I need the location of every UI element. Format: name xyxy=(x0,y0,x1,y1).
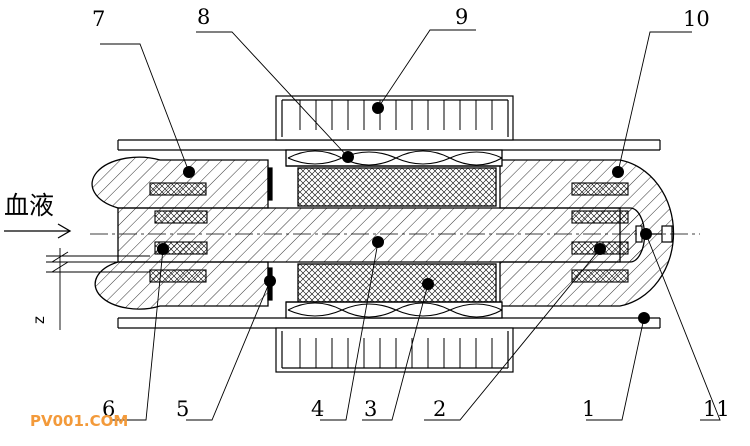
label-part-1: 1 xyxy=(582,397,595,421)
stator-coil-bottom-windings xyxy=(299,338,493,368)
impeller-blades xyxy=(287,150,503,318)
dimension-z xyxy=(46,248,150,330)
rotor-magnet xyxy=(285,149,503,319)
inflow-arrow xyxy=(4,223,72,239)
dimension-label: z xyxy=(30,316,48,324)
label-part-2: 2 xyxy=(433,397,446,421)
label-part-7: 7 xyxy=(92,7,105,31)
right-bearing-housing xyxy=(499,159,675,307)
label-part-9: 9 xyxy=(455,5,468,29)
inflow-label: 血液 xyxy=(4,191,54,220)
label-part-3: 3 xyxy=(364,397,377,421)
leader-lines xyxy=(100,29,721,421)
label-part-10: 10 xyxy=(683,7,710,31)
label-part-11: 11 xyxy=(703,397,730,421)
watermark: PV001.COM xyxy=(30,412,128,430)
label-part-5: 5 xyxy=(176,397,189,421)
label-part-8: 8 xyxy=(197,5,210,29)
label-part-6: 6 xyxy=(102,397,115,421)
stator-coil-bottom xyxy=(275,327,514,373)
label-part-4: 4 xyxy=(311,397,324,421)
stator-coil-top-windings xyxy=(299,100,493,130)
